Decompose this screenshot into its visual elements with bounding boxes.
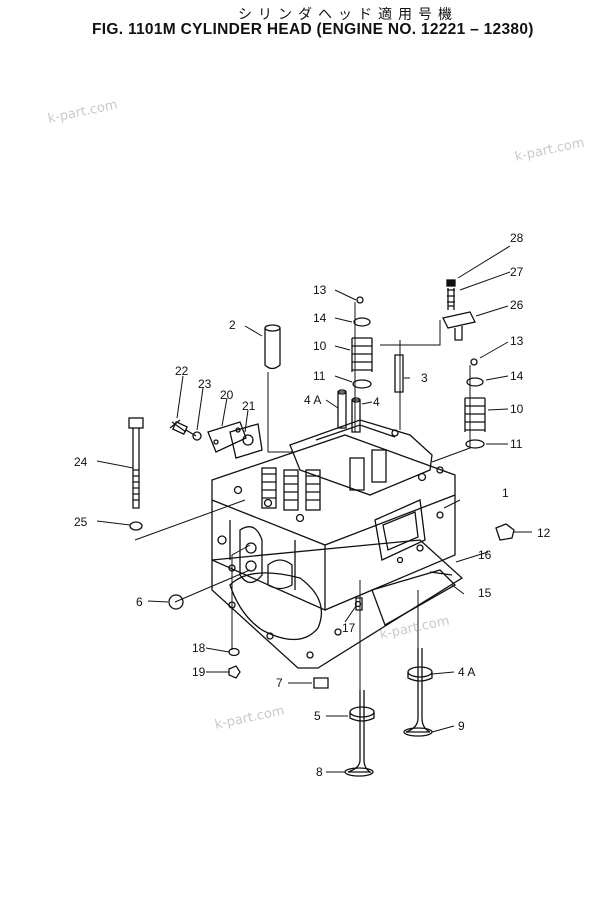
part-27-29-bridge — [442, 279, 476, 341]
part-8-plug — [313, 677, 329, 689]
label-10: 9 — [458, 719, 465, 733]
label-8: 7 — [276, 676, 283, 690]
label-22: 21 — [242, 399, 256, 413]
installed-springs — [261, 449, 387, 511]
part-21-24-cover — [169, 419, 263, 459]
header-japanese-title: シリンダヘッド適用号機 — [238, 7, 458, 23]
label-28: 27 — [510, 265, 524, 279]
label-6: 5 — [314, 709, 321, 723]
gasket-plate — [211, 539, 464, 669]
part-labels: 28 27 26 13 14 10 11 13 14 10 11 2 3 4 4… — [74, 231, 551, 779]
label-27: 26 — [510, 298, 524, 312]
label-29: 28 — [510, 231, 524, 245]
label-23: 22 — [175, 364, 189, 378]
label-18: 17 — [342, 621, 356, 635]
right-spring-stack — [464, 358, 486, 449]
part-2-sleeve — [264, 324, 281, 370]
label-11-left: 10 — [313, 339, 327, 353]
label-13: 12 — [537, 526, 551, 540]
label-24: 23 — [198, 377, 212, 391]
label-3: 3 — [421, 371, 428, 385]
label-15-left: 14 — [313, 311, 327, 325]
figure-title: FIG. 1101M CYLINDER HEAD (ENGINE NO. 122… — [92, 21, 534, 38]
label-4: 4 — [373, 395, 380, 409]
label-5: 4 A — [458, 665, 475, 679]
label-26: 25 — [74, 515, 88, 529]
part-19-20 — [228, 647, 241, 679]
leader-lines — [96, 245, 532, 773]
valves — [344, 648, 433, 777]
label-12-left: 11 — [313, 369, 326, 383]
label-19: 18 — [192, 641, 206, 655]
part-7-plug — [168, 594, 184, 610]
label-7: 6 — [136, 595, 143, 609]
left-spring-stack — [351, 296, 373, 389]
label-25: 24 — [74, 455, 88, 469]
label-11-right: 10 — [510, 402, 524, 416]
label-17: 16 — [478, 548, 492, 562]
label-4a: 4 A — [304, 393, 321, 407]
part-4-guides — [337, 389, 361, 433]
label-14-right: 13 — [510, 334, 524, 348]
label-15-right: 14 — [510, 369, 524, 383]
label-14-left: 13 — [313, 283, 327, 297]
part-25-26-headbolt — [128, 417, 144, 531]
label-2: 2 — [229, 318, 236, 332]
part-13-bolt — [495, 523, 515, 541]
label-20: 19 — [192, 665, 206, 679]
label-21: 20 — [220, 388, 234, 402]
label-1: 1 — [502, 486, 509, 500]
label-16: 15 — [478, 586, 492, 600]
label-9: 8 — [316, 765, 323, 779]
part-3-rod — [394, 354, 404, 393]
label-12-right: 11 — [510, 437, 523, 451]
cylinder-head-block — [211, 419, 456, 611]
